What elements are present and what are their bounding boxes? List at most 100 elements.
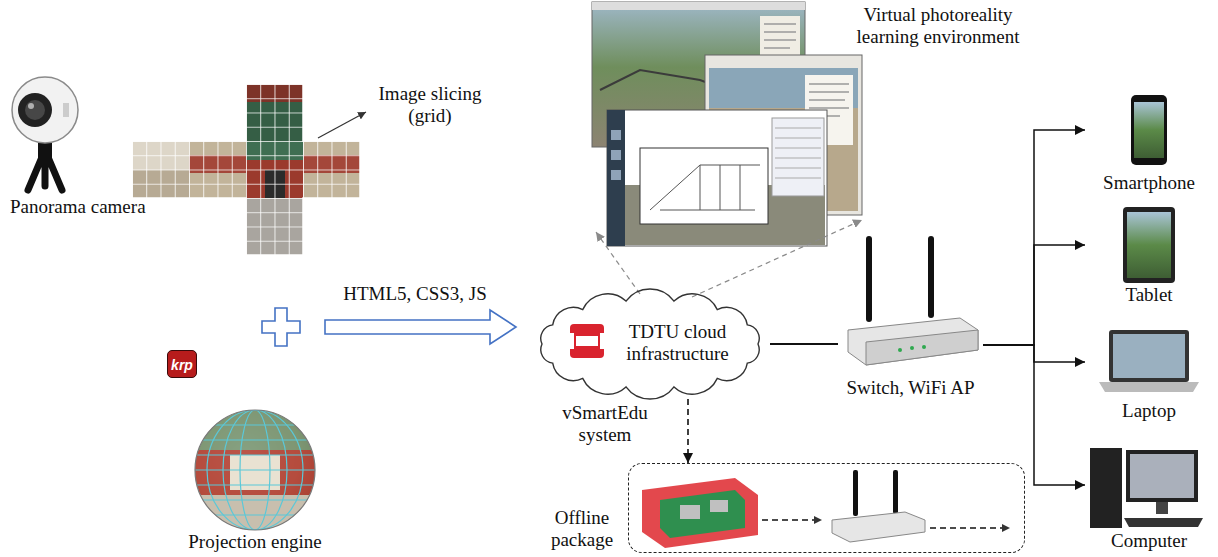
figure-label: Image slicing (grid): [360, 83, 500, 127]
cloud-logo: [576, 336, 598, 346]
panorama-camera: [12, 77, 78, 190]
computer-icon: [1090, 448, 1122, 528]
cloud-outline: [541, 289, 759, 399]
wifi-router: [922, 345, 926, 349]
offline-box: Offline package: [628, 463, 1025, 553]
laptop-icon: [1099, 330, 1199, 392]
connector: [983, 345, 1085, 485]
device-label: Laptop: [1085, 400, 1213, 422]
projection-sphere: [195, 439, 315, 440]
computer-icon: [1156, 502, 1168, 514]
wifi-router: [910, 346, 914, 350]
connector: [983, 245, 1085, 345]
cube-map-grid: [132, 84, 360, 255]
wifi-router: [848, 318, 978, 365]
tablet-icon: [1123, 207, 1175, 283]
connector: [770, 343, 838, 345]
connector: [596, 220, 862, 297]
raspberry-pi: [642, 478, 758, 548]
figure-label: Projection engine: [175, 531, 335, 553]
cloud-logo: [600, 333, 604, 349]
raspberry-pi: [660, 490, 745, 538]
smartphone-icon: [1131, 95, 1167, 165]
projection-sphere: [195, 410, 315, 530]
wifi-router: [832, 512, 925, 542]
screenshot-front: [775, 128, 821, 178]
cloud-logo: [570, 333, 574, 349]
projection-sphere: [195, 410, 315, 530]
screenshot-front: [611, 170, 621, 180]
screenshot-front: [650, 165, 760, 210]
projection-sphere: [195, 454, 315, 455]
device-node: Smartphone: [1085, 90, 1213, 196]
screenshot-back: [592, 2, 805, 10]
switch-node: Switch, WiFi AP: [838, 232, 983, 400]
raspberry-pi: [680, 505, 700, 519]
laptop-icon: [1113, 334, 1185, 378]
screenshot-front: [611, 130, 621, 140]
system-label: vSmartEdu system: [545, 402, 665, 446]
cloud-node: TDTU cloud infrastructurevSmartEdu syste…: [530, 288, 770, 400]
projection-sphere: [195, 410, 315, 450]
figure-label: Panorama camera: [10, 196, 146, 218]
device-label: Tablet: [1085, 284, 1213, 306]
connector: [692, 220, 862, 297]
connector: [983, 245, 1085, 345]
screenshot-front: [607, 110, 827, 246]
screenshot-stack: Virtual photoreality learning environmen…: [592, 0, 862, 246]
tablet-icon: [1127, 212, 1171, 278]
computer-icon: [1124, 518, 1203, 527]
raspberry-pi: [642, 478, 758, 548]
projection-sphere: [195, 499, 315, 500]
smartphone-icon: [1134, 102, 1164, 158]
package-label: Offline package: [541, 507, 623, 551]
dashed-arrow: [762, 519, 822, 521]
plus-sign: [262, 308, 300, 346]
computer-icon: [1130, 454, 1194, 498]
device-node: Tablet: [1085, 204, 1213, 308]
wifi-router: [848, 236, 978, 365]
connector: [687, 399, 689, 463]
logo-text: krp: [167, 350, 197, 378]
wifi-router: [893, 470, 898, 514]
laptop-icon: [1109, 330, 1189, 382]
connector: [770, 344, 838, 345]
panorama-camera: [63, 103, 69, 117]
projection-sphere: [195, 469, 315, 470]
wifi-router: [866, 236, 872, 322]
wifi-router: [853, 470, 858, 516]
projection-sphere: [195, 450, 315, 495]
cube-map-grid: [132, 84, 360, 255]
connector: [983, 130, 1085, 345]
raspberry-pi: [710, 500, 728, 512]
screenshot-front: [611, 150, 621, 160]
computer-icon: [1126, 450, 1198, 502]
connectors: [596, 130, 1085, 485]
smartphone-icon: [1131, 95, 1167, 165]
arrow-label: HTML5, CSS3, JS: [330, 283, 500, 305]
wifi-router: [866, 330, 978, 365]
projection-sphere: [195, 410, 315, 530]
panorama-camera: [12, 77, 78, 143]
dashed-arrow: [930, 527, 1010, 529]
screenshot-front: [772, 118, 824, 196]
screenshot-front: [607, 110, 827, 246]
hollow-arrow: [325, 310, 516, 344]
device-node: Computer: [1085, 440, 1213, 554]
projection-sphere: [195, 424, 315, 425]
wifi-router: [898, 348, 902, 352]
computer-icon: [1090, 448, 1203, 528]
cloud-label: TDTU cloud infrastructure: [610, 321, 745, 365]
panorama-camera: [28, 103, 34, 109]
device-label: Computer: [1085, 530, 1213, 552]
device-node: Laptop: [1085, 325, 1213, 424]
device-label: Smartphone: [1085, 172, 1213, 194]
projection-sphere: [195, 514, 315, 515]
cloud-logo: [570, 324, 604, 358]
laptop-icon: [1099, 382, 1199, 392]
projection-sphere: [195, 484, 315, 485]
tablet-icon: [1123, 207, 1175, 283]
